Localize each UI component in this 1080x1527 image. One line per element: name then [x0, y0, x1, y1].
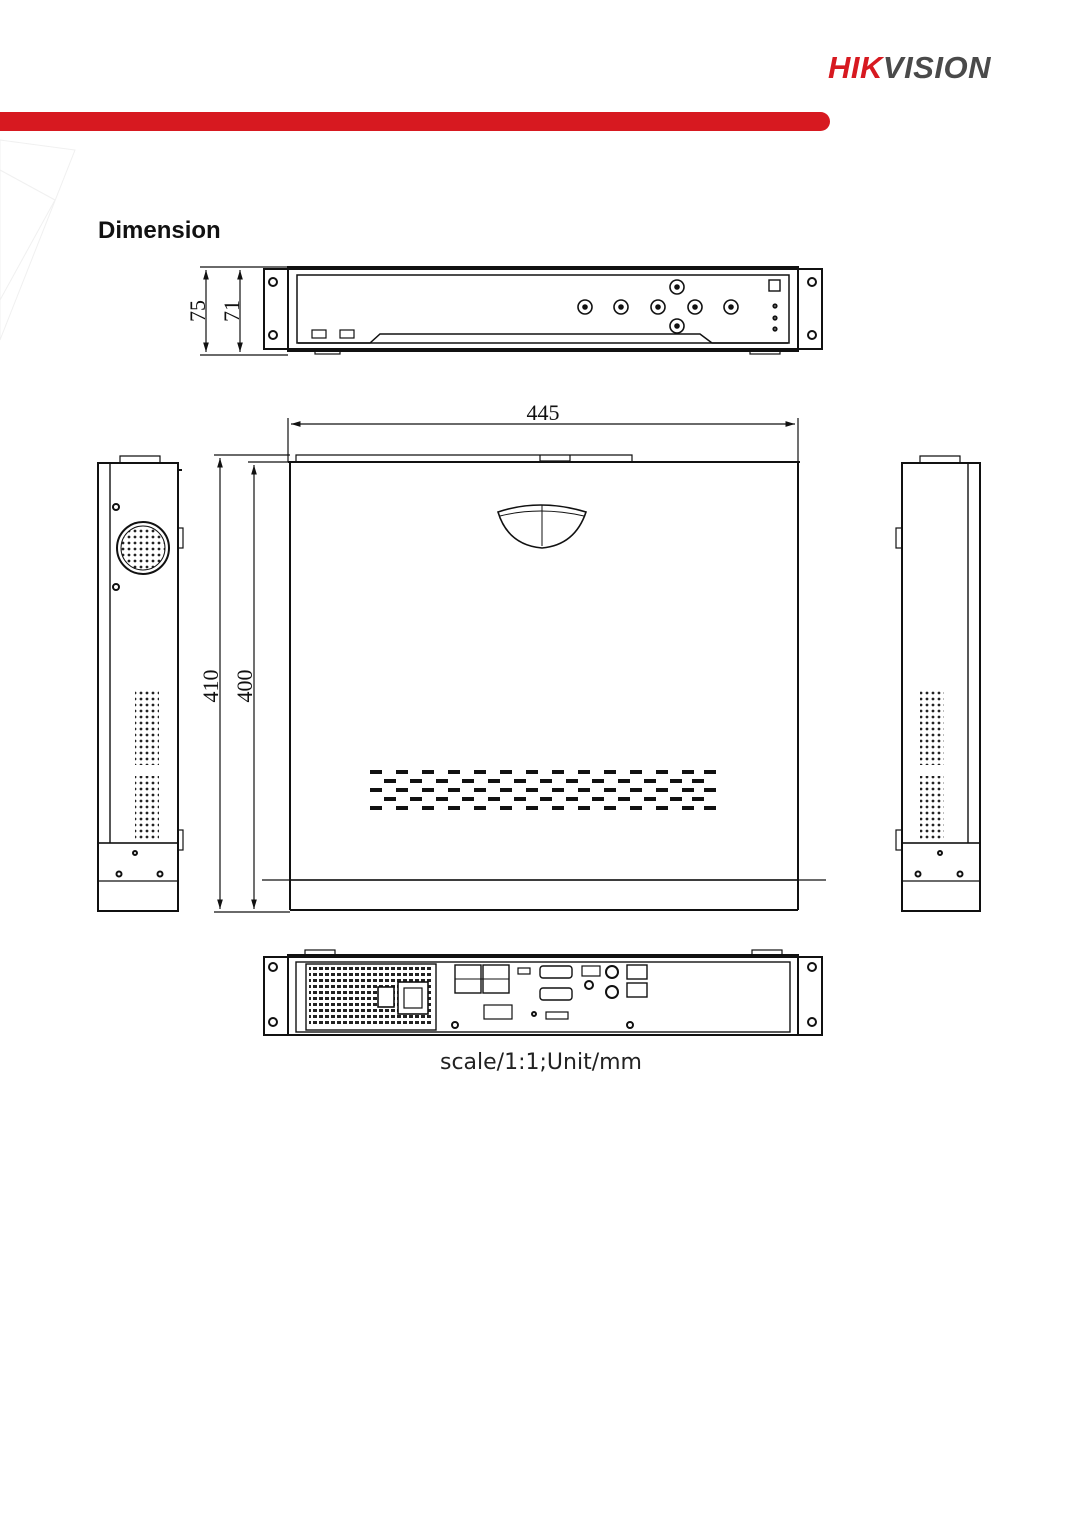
- front-dimension-lines: [200, 266, 288, 356]
- dim-depth-outer: 410: [198, 670, 223, 703]
- left-side-view: [97, 455, 184, 912]
- background-decoration: [0, 139, 76, 341]
- hikvision-logo: HIKVISION: [828, 50, 991, 85]
- front-buttons: [577, 279, 739, 334]
- dim-width: 445: [527, 400, 560, 425]
- front-view: [263, 266, 823, 355]
- front-rack-ears: [263, 268, 823, 350]
- section-title: Dimension: [98, 217, 221, 244]
- right-side-view: [895, 455, 981, 912]
- header-red-bar: [0, 112, 830, 131]
- top-dimension-lines: [214, 418, 799, 913]
- dim-front-outer-height: 75: [185, 300, 210, 322]
- rear-view: [263, 949, 823, 1036]
- scale-caption: scale/1:1;Unit/mm: [0, 1050, 1080, 1075]
- scale-caption-text: scale/1:1;Unit/mm: [440, 1050, 642, 1075]
- top-view: [262, 454, 826, 911]
- dim-front-inner-height: 71: [219, 300, 244, 322]
- top-vent-slots: [370, 770, 716, 810]
- dim-depth-inner: 400: [232, 670, 257, 703]
